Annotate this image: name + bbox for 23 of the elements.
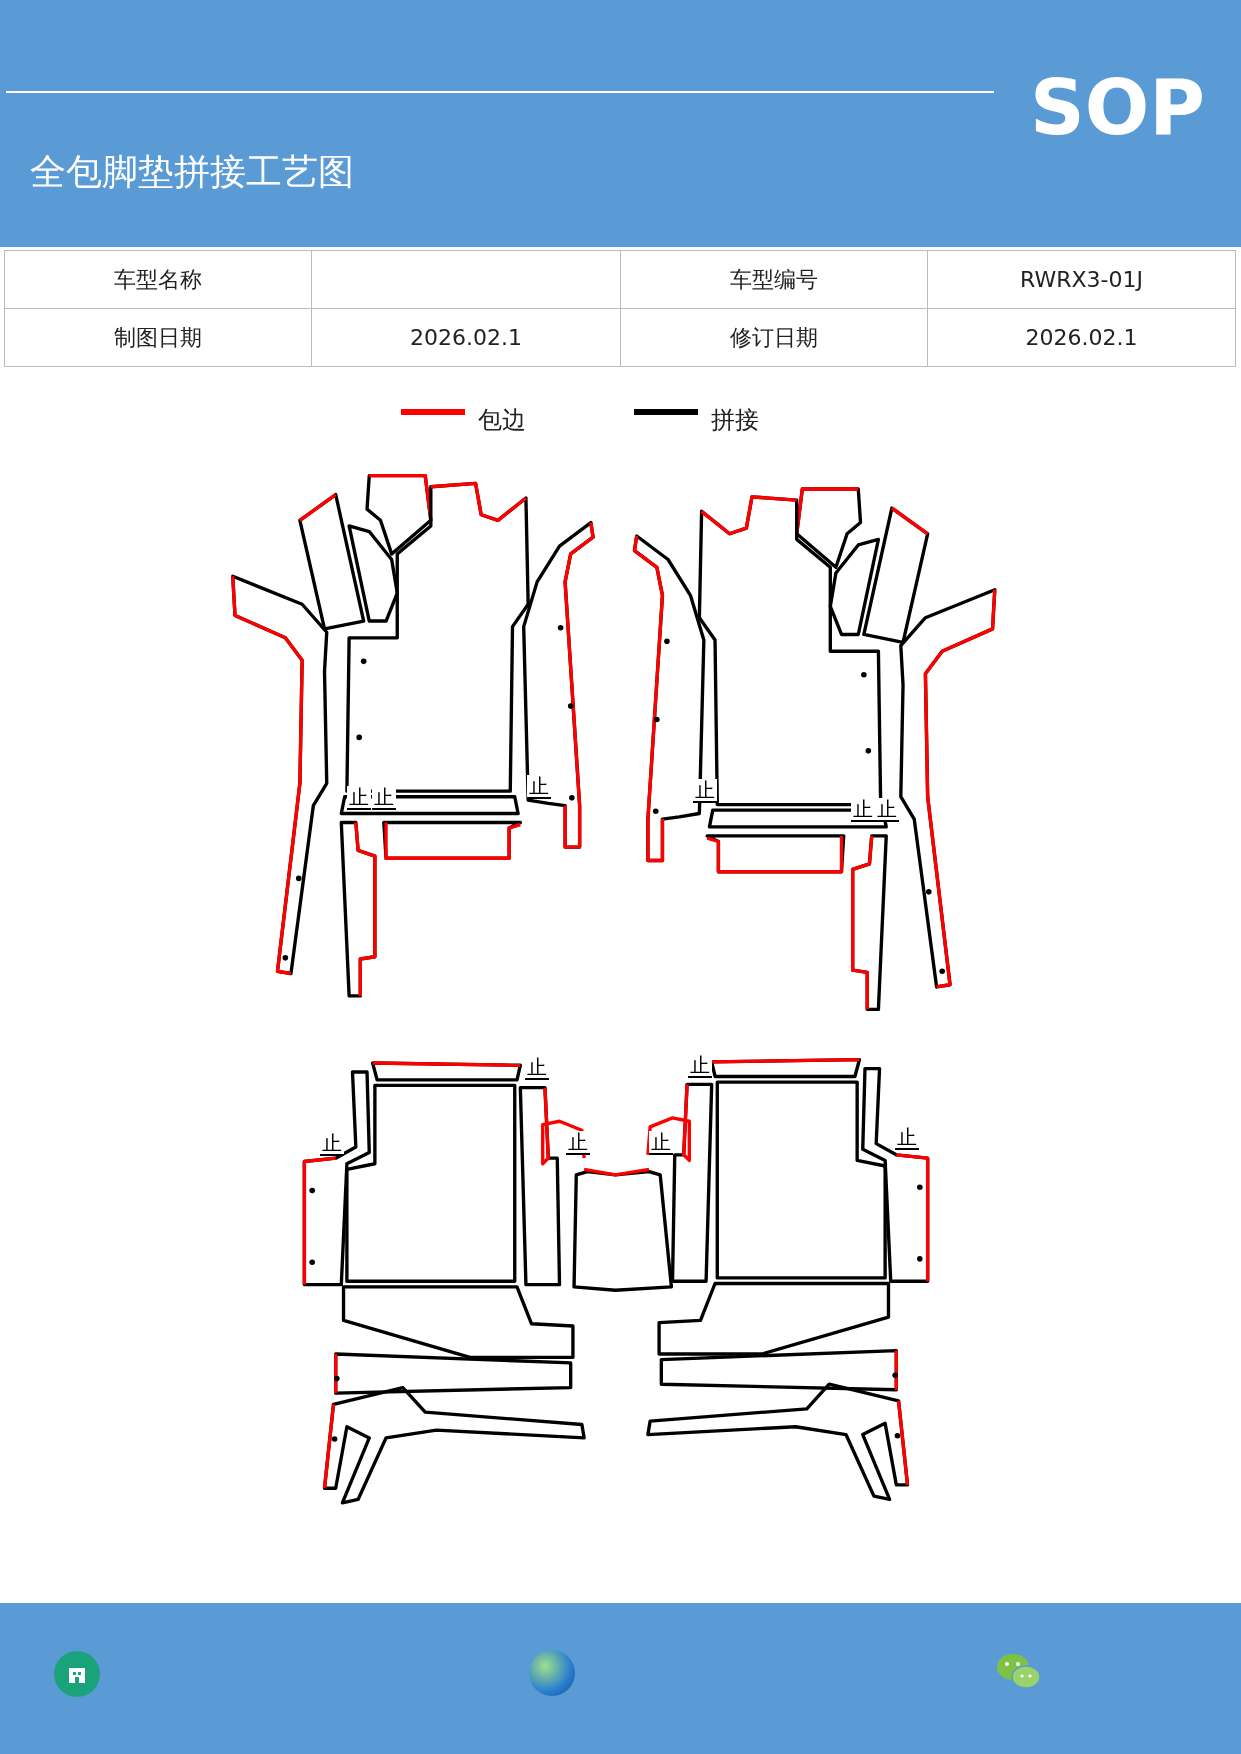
stop-mark: 止 xyxy=(693,779,717,803)
stop-mark: 止 xyxy=(320,1132,344,1156)
legend-label: 包边 xyxy=(478,405,526,436)
stop-mark: 止 xyxy=(688,1054,712,1078)
table-header: 制图日期 xyxy=(114,323,202,352)
table-header: 修订日期 xyxy=(730,323,818,352)
legend-label: 拼接 xyxy=(711,405,759,436)
document-type-label: SOP xyxy=(1030,70,1206,146)
table-value: 2026.02.1 xyxy=(410,325,522,350)
stop-mark: 止 xyxy=(347,786,371,810)
stop-mark: 止 xyxy=(851,798,875,822)
stop-mark: 止 xyxy=(649,1131,673,1155)
table-header: 车型编号 xyxy=(730,265,818,294)
stop-mark: 止 xyxy=(895,1126,919,1150)
stop-mark: 止 xyxy=(527,775,551,799)
table-value: 2026.02.1 xyxy=(1025,325,1138,350)
stop-mark: 止 xyxy=(566,1131,590,1155)
stop-mark: 止 xyxy=(372,786,396,810)
stop-mark: 止 xyxy=(875,798,899,822)
stop-mark: 止 xyxy=(525,1056,549,1080)
table-value: RWRX3-01J xyxy=(1020,267,1143,292)
table-header: 车型名称 xyxy=(114,265,202,294)
page-title: 全包脚垫拼接工艺图 xyxy=(30,150,354,194)
